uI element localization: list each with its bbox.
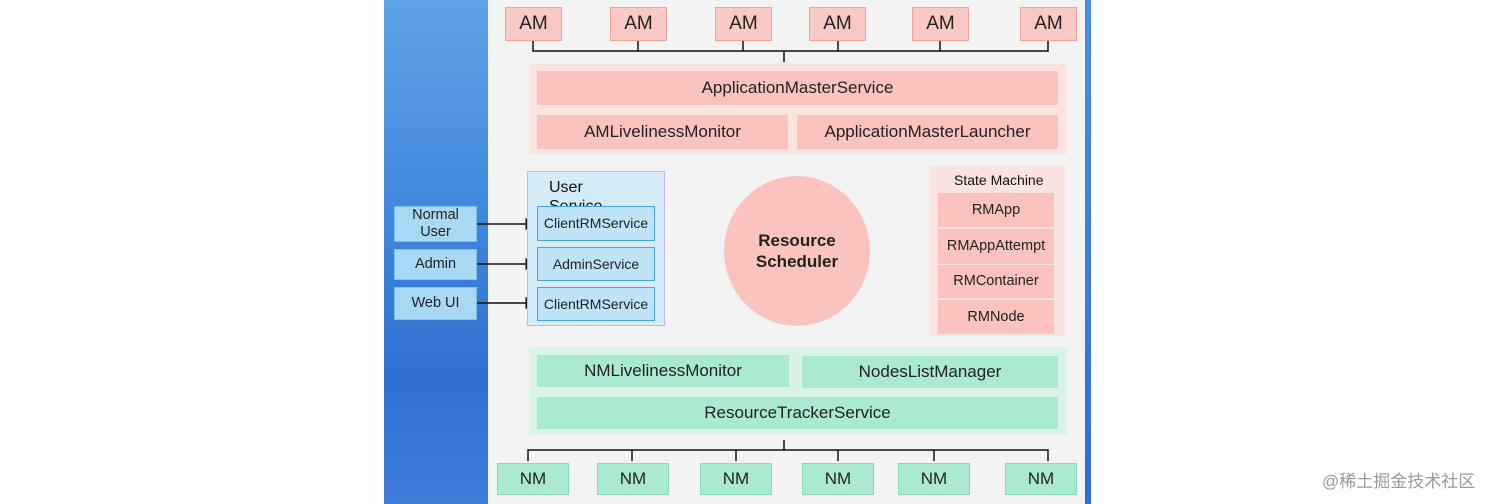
state-rm-app: RMApp (938, 193, 1054, 227)
am-node: AM (809, 7, 866, 41)
blue-background-right-edge (1085, 0, 1091, 504)
nm-node: NM (802, 463, 874, 495)
nm-liveliness-monitor: NMLivelinessMonitor (537, 355, 789, 387)
client-normal-user: Normal User (394, 206, 477, 242)
am-node: AM (610, 7, 667, 41)
application-master-launcher: ApplicationMasterLauncher (797, 115, 1058, 149)
nodes-list-manager: NodesListManager (802, 356, 1058, 388)
am-liveliness-monitor: AMLivelinessMonitor (537, 115, 788, 149)
resource-tracker-service: ResourceTrackerService (537, 397, 1058, 429)
am-node: AM (715, 7, 772, 41)
state-rm-container: RMContainer (938, 265, 1054, 298)
application-master-service: ApplicationMasterService (537, 71, 1058, 105)
nm-node: NM (898, 463, 970, 495)
resource-scheduler: Resource Scheduler (724, 176, 870, 326)
state-machine-title: State Machine (954, 172, 1044, 188)
watermark-text: @稀土掘金技术社区 (1322, 472, 1476, 491)
state-rm-node: RMNode (938, 300, 1054, 334)
client-web-ui: Web UI (394, 287, 477, 320)
am-node: AM (912, 7, 969, 41)
admin-service: AdminService (537, 247, 655, 281)
client-rm-service: ClientRMService (537, 206, 655, 241)
client-admin: Admin (394, 249, 477, 280)
client-rm-service: ClientRMService (537, 287, 655, 321)
nm-node: NM (1005, 463, 1077, 495)
nm-node: NM (700, 463, 772, 495)
state-rm-app-attempt: RMAppAttempt (938, 229, 1054, 264)
nm-node: NM (497, 463, 569, 495)
nm-node: NM (597, 463, 669, 495)
am-node: AM (505, 7, 562, 41)
resource-scheduler-label: Resource Scheduler (755, 231, 839, 271)
am-node: AM (1020, 7, 1077, 41)
am-bracket (532, 41, 1049, 62)
nm-bracket (527, 440, 1049, 461)
